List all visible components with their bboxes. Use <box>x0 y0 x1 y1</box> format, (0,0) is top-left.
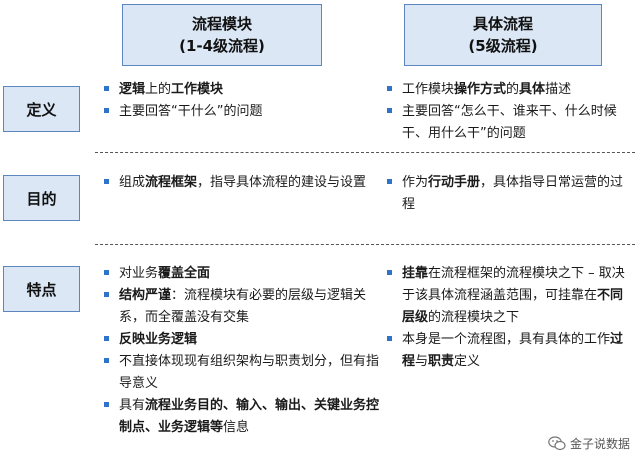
text: 的 <box>506 82 520 97</box>
bold-text: 过程 <box>402 332 624 369</box>
bullet-item: 对业务覆盖全面 <box>102 263 384 285</box>
bold-text: 流程框架 <box>145 175 198 190</box>
bold-text: 逻辑 <box>119 82 146 97</box>
wechat-icon <box>548 436 566 451</box>
bold-text: 流程业务目的、输入、输出、关键业务控制点、业务逻辑等 <box>119 398 380 435</box>
bold-text: 具体 <box>519 82 546 97</box>
row-separator <box>95 152 635 153</box>
text: 在流程框架的流程模块之下 – 取决于该具体流程涵盖范围，可挂靠在 <box>402 266 625 303</box>
bold-text: 工作模块 <box>171 82 224 97</box>
text: 主要回答“怎么干、谁来干、什么时候干、用什么干”的问题 <box>402 104 617 141</box>
watermark: 金子说数据 <box>548 435 630 452</box>
bold-text: 反映业务逻辑 <box>119 332 198 347</box>
definition-process-list: 工作模块操作方式的具体描述主要回答“怎么干、谁来干、什么时候干、用什么干”的问题 <box>385 79 635 145</box>
bold-text: 职责 <box>428 354 455 369</box>
header-process-module-title: 流程模块 <box>191 15 252 33</box>
watermark-text: 金子说数据 <box>569 437 630 451</box>
header-process-module: 流程模块 (1-4级流程) <box>122 4 322 66</box>
text: 组成 <box>119 175 146 190</box>
definition-module-list: 逻辑上的工作模块主要回答“干什么”的问题 <box>102 79 384 123</box>
purpose-module-list: 组成流程框架，指导具体流程的建设与设置 <box>102 172 384 194</box>
bullet-item: 作为行动手册，具体指导日常运营的过程 <box>385 172 635 216</box>
text: ，指导具体流程的建设与设置 <box>197 175 367 190</box>
row-label-purpose: 目的 <box>3 175 80 221</box>
text: 对业务 <box>119 266 159 281</box>
header-specific-process: 具体流程 (5级流程) <box>404 4 602 66</box>
text: 主要回答“干什么”的问题 <box>119 104 263 119</box>
text: 定义 <box>454 354 481 369</box>
bold-text: 挂靠 <box>402 266 429 281</box>
text: 与 <box>415 354 429 369</box>
features-process-list: 挂靠在流程框架的流程模块之下 – 取决于该具体流程涵盖范围，可挂靠在不同层级的流… <box>385 263 635 373</box>
row-separator <box>95 244 635 245</box>
text: 具有 <box>119 398 146 413</box>
bullet-item: 主要回答“干什么”的问题 <box>102 101 384 123</box>
row-label-features: 特点 <box>3 266 80 312</box>
bullet-item: 主要回答“怎么干、谁来干、什么时候干、用什么干”的问题 <box>385 101 635 145</box>
text: 不直接体现现有组织架构与职责划分，但有指导意义 <box>119 354 380 391</box>
bullet-item: 结构严谨：流程模块有必要的层级与逻辑关系，而全覆盖没有交集 <box>102 285 384 329</box>
header-specific-process-title: 具体流程 <box>472 15 533 33</box>
text: 信息 <box>223 420 250 435</box>
header-process-module-subtitle: (1-4级流程) <box>179 37 265 55</box>
bold-text: 覆盖全面 <box>158 266 211 281</box>
text: ，具体指导日常运营的过程 <box>402 175 624 212</box>
features-module-list: 对业务覆盖全面结构严谨：流程模块有必要的层级与逻辑关系，而全覆盖没有交集反映业务… <box>102 263 384 439</box>
header-specific-process-subtitle: (5级流程) <box>468 37 538 55</box>
bullet-item: 挂靠在流程框架的流程模块之下 – 取决于该具体流程涵盖范围，可挂靠在不同层级的流… <box>385 263 635 329</box>
bold-text: 操作方式 <box>454 82 507 97</box>
bullet-item: 组成流程框架，指导具体流程的建设与设置 <box>102 172 384 194</box>
bold-text: 结构严谨 <box>119 288 172 303</box>
bullet-item: 本身是一个流程图，具有具体的工作过程与职责定义 <box>385 329 635 373</box>
text: ：流程模块有必要的层级与逻辑关系，而全覆盖没有交集 <box>119 288 367 325</box>
text: 上的 <box>145 82 172 97</box>
text: 工作模块 <box>402 82 455 97</box>
bullet-item: 具有流程业务目的、输入、输出、关键业务控制点、业务逻辑等信息 <box>102 395 384 439</box>
text: 的流程模块之下 <box>428 310 520 325</box>
text: 本身是一个流程图，具有具体的工作 <box>402 332 611 347</box>
bullet-item: 逻辑上的工作模块 <box>102 79 384 101</box>
row-label-definition: 定义 <box>3 86 80 132</box>
bullet-item: 工作模块操作方式的具体描述 <box>385 79 635 101</box>
text: 作为 <box>402 175 429 190</box>
bullet-item: 不直接体现现有组织架构与职责划分，但有指导意义 <box>102 351 384 395</box>
text: 描述 <box>545 82 572 97</box>
bold-text: 行动手册 <box>428 175 481 190</box>
bullet-item: 反映业务逻辑 <box>102 329 384 351</box>
bold-text: 不同层级 <box>402 288 624 325</box>
purpose-process-list: 作为行动手册，具体指导日常运营的过程 <box>385 172 635 216</box>
